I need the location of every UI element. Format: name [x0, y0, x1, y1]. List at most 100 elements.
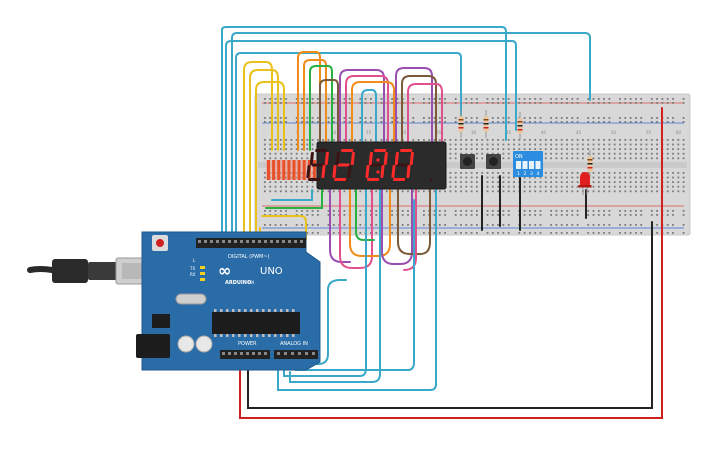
arduino-logo-text: ARDUINO — [225, 280, 251, 286]
wire-cyan[interactable] — [277, 189, 437, 391]
led-body — [580, 172, 590, 186]
column-label: 40 — [541, 130, 547, 135]
resistor[interactable] — [517, 112, 523, 140]
segment-g — [370, 163, 383, 167]
column-label: 15 — [366, 130, 372, 135]
dip-toggle[interactable] — [516, 161, 521, 169]
wire-cyan[interactable] — [271, 189, 313, 201]
usb-cable-wire — [27, 266, 55, 273]
dip-switch-body — [513, 151, 543, 177]
dip-number: 1 — [517, 171, 520, 177]
segment-d — [308, 178, 321, 181]
wire-green[interactable] — [355, 189, 375, 241]
dip-toggle[interactable] — [535, 161, 541, 169]
wire-5v-red[interactable] — [239, 107, 663, 419]
wire-brown[interactable] — [319, 79, 339, 151]
wire-gnd-black[interactable] — [247, 221, 653, 409]
segment-f — [335, 152, 340, 165]
column-label: 60 — [676, 130, 682, 135]
wire-green[interactable] — [309, 65, 333, 151]
segment-c — [406, 165, 411, 178]
wire-yellow[interactable] — [261, 215, 307, 241]
crystal-oscillator — [175, 293, 207, 305]
capacitor — [195, 335, 213, 353]
resistors[interactable] — [458, 110, 593, 178]
wire-orange[interactable] — [303, 59, 327, 151]
wire-yellow[interactable] — [243, 61, 273, 241]
wire-purple[interactable] — [339, 69, 385, 151]
wire-brown[interactable] — [401, 75, 437, 151]
usb-plug-neck — [88, 262, 118, 280]
segment-a — [374, 149, 387, 152]
jumper-wires[interactable] — [221, 26, 663, 419]
segment-b — [409, 152, 414, 165]
column-label: 55 — [646, 130, 652, 135]
analog-header — [274, 350, 318, 359]
digital-label: DIGITAL (PWM~) — [228, 254, 270, 260]
display-digits — [306, 149, 433, 182]
wire-orange[interactable] — [297, 51, 321, 151]
segment-a — [400, 149, 413, 152]
segment-g — [396, 163, 409, 167]
wire-cyan[interactable] — [221, 26, 507, 239]
wire-cyan[interactable] — [361, 89, 377, 151]
dip-number: 4 — [537, 171, 540, 177]
analog-in-label: ANALOG IN — [280, 341, 308, 347]
power-header — [220, 350, 270, 359]
dip-toggle[interactable] — [522, 161, 528, 169]
wire-cyan[interactable] — [231, 32, 591, 241]
resistor[interactable] — [587, 150, 593, 178]
dip-number: 2 — [524, 171, 527, 177]
resistor[interactable] — [458, 110, 464, 138]
segment-b — [383, 152, 388, 165]
wire-cyan[interactable] — [235, 52, 462, 241]
atmega-chip — [212, 312, 300, 334]
wire-yellow[interactable] — [255, 81, 285, 241]
wire-cyan[interactable] — [283, 189, 367, 377]
wire-cyan[interactable] — [289, 189, 381, 383]
wire-purple[interactable] — [381, 189, 413, 265]
column-label: 10 — [331, 130, 337, 135]
wire-magenta[interactable] — [345, 75, 389, 151]
wire-orange[interactable] — [349, 189, 391, 257]
segment-d — [367, 178, 380, 181]
decimal-point — [429, 178, 433, 182]
column-label: 30 — [471, 130, 477, 135]
segment-f — [394, 152, 399, 165]
wire-magenta[interactable] — [339, 189, 373, 269]
wire-green[interactable] — [265, 189, 323, 209]
segment-d — [334, 178, 347, 181]
segment-d — [393, 178, 406, 181]
wire-magenta[interactable] — [407, 83, 443, 151]
rx-label: RX — [190, 272, 196, 277]
colon-dot — [376, 158, 380, 162]
segment-g — [337, 163, 350, 167]
tx-label: TX — [189, 266, 195, 271]
usb-cable[interactable] — [27, 257, 159, 285]
dip-toggle[interactable] — [529, 161, 534, 169]
wire-cyan[interactable] — [303, 279, 347, 365]
seven-segment-display[interactable] — [306, 141, 447, 190]
wire-cyan[interactable] — [295, 199, 415, 371]
wire-cyan[interactable] — [225, 40, 517, 239]
segment-g — [311, 163, 324, 167]
power-label: POWER — [238, 341, 257, 347]
resistor[interactable] — [483, 110, 489, 138]
segment-e — [391, 165, 396, 178]
push-button[interactable] — [486, 154, 501, 169]
colon-dot — [376, 170, 380, 174]
wire-purple[interactable] — [395, 67, 433, 151]
dip-switch[interactable]: ON 1 2 3 4 — [513, 151, 543, 177]
led[interactable] — [578, 172, 592, 195]
usb-plug-housing — [52, 259, 88, 283]
column-label: 25 — [436, 130, 442, 135]
wire-yellow[interactable] — [249, 69, 279, 241]
wire-orange[interactable] — [351, 81, 395, 151]
arduino-uno-board[interactable]: DIGITAL (PWM~) ∞ ARDUINO UNO L TX RX ON … — [136, 231, 321, 371]
l-led-label: L — [193, 258, 196, 263]
push-button[interactable] — [460, 154, 475, 169]
segment-f — [368, 152, 373, 165]
capacitor — [177, 335, 195, 353]
